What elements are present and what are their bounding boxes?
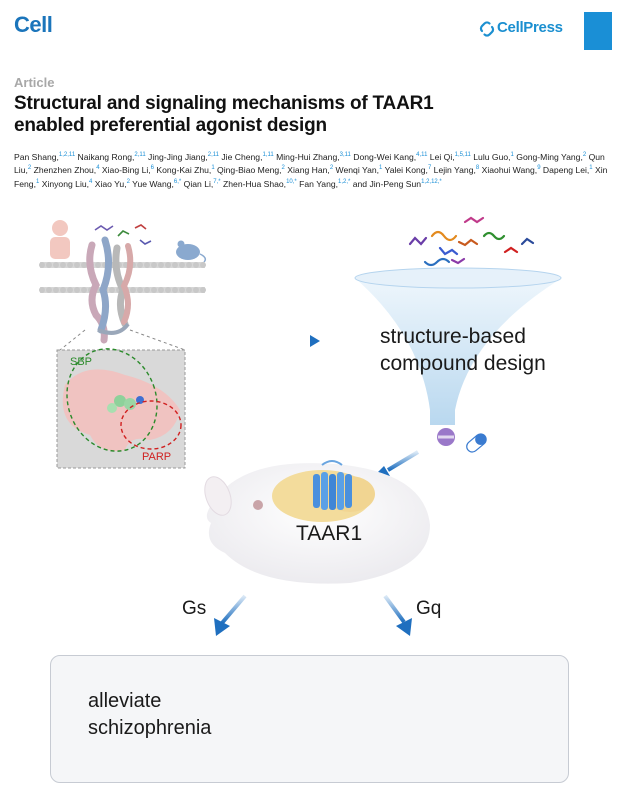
author-affiliation: 1,2,11 [58,152,76,158]
author-affiliation: 2 [126,178,130,185]
author-affiliation: 1,5,11 [454,152,471,158]
design-funnel [354,267,562,425]
author-name: Lulu Guo, [470,151,511,162]
author-affiliation: 1 [35,178,40,185]
cellpress-logo: CellPress [497,19,563,36]
receptor-structure [86,236,134,344]
author-name: Zhen-Hua Shao, [220,178,287,189]
author-name: Xin Feng, [14,165,608,189]
author-name: Jing-Jing Jiang, [145,151,208,162]
title-line-2: enabled preferential agonist design [14,115,327,136]
mouse-small-icon [176,240,207,263]
compound-library-icons [408,216,535,267]
taar1-receptor-icon [313,460,352,510]
author-name: Qun Liu, [14,151,605,176]
funnel-label: structure-based compound design [380,323,590,377]
parp-label: PARP [142,451,172,463]
author-affiliation: 2 [329,165,334,172]
author-name: and Jin-Peng Sun [350,178,422,189]
author-name: Xiang Han, [284,165,330,176]
author-name: Qian Li, [181,178,214,189]
author-affiliation: 1 [510,152,514,158]
author-affiliation: 3,11 [339,152,351,158]
author-name: Zhenzhen Zhou, [31,165,97,176]
author-affiliation: 7 [427,165,432,172]
author-affiliation: 1 [589,165,593,172]
author-affiliation: 2,11 [134,152,146,158]
cell-logo: Cell [14,12,53,37]
author-affiliation: 1,2,12,* [421,178,442,185]
author-name: Pan Shang, [14,151,59,162]
cellpress-link-icon [479,21,495,37]
outcome-line-1: alleviate [88,690,162,712]
author-affiliation: 1,2,* [338,178,351,185]
title-line-1: Structural and signaling mechanisms of T… [14,93,434,114]
author-name: Kong-Kai Zhu, [154,165,212,176]
author-name: Ming-Hui Zhang, [273,151,340,162]
arrow-to-target [386,450,420,472]
gs-label: Gs [182,598,207,619]
arrow-gq [383,594,406,624]
author-name: Naikang Rong, [75,151,135,162]
author-affiliation: 8 [475,165,480,172]
drug-pills-icon [437,428,487,453]
author-affiliation: 4 [89,178,93,185]
funnel-label-line-2: compound design [380,352,546,375]
author-affiliation: 4 [96,165,100,172]
article-type: Article [14,75,55,90]
author-affiliation: 9 [537,165,541,172]
author-name: Qing-Biao Meng, [214,165,282,176]
funnel-label-line-1: structure-based [380,325,526,348]
author-name: Dapeng Lei, [540,165,590,176]
author-list: Pan Shang,1,2,11 Naikang Rong,2,11 Jing-… [14,150,612,190]
author-name: Xiao-Bing Li, [99,165,151,176]
author-affiliation: 10,* [286,178,297,185]
author-name: Lei Qi, [427,151,455,162]
author-affiliation: 2 [582,152,587,158]
sbp-label: SBP [70,356,93,368]
author-name: Dong-Wei Kang, [350,151,417,162]
author-name: Xiao Yu, [92,178,127,189]
author-affiliation: 2,11 [207,152,219,158]
outcome-panel [50,655,569,783]
outcome-line-2: schizophrenia [88,717,212,739]
taar1-label: TAAR1 [296,522,363,545]
outcome-label: alleviate schizophrenia [88,688,288,742]
author-affiliation: 4,11 [416,152,428,158]
author-affiliation: 2 [281,165,285,172]
arrow-gs [220,594,247,625]
author-affiliation: 1,11 [262,152,274,158]
article-title: Structural and signaling mechanisms of T… [14,93,614,137]
author-affiliation: 7,* [213,178,221,185]
author-name: Lejin Yang, [431,165,476,176]
binding-pocket-inset [56,348,186,469]
author-affiliation: 6,* [173,178,182,185]
brand-bar [584,12,612,50]
author-name: Yue Wang, [129,178,174,189]
author-name: Jie Cheng, [219,151,263,162]
author-name: Yalei Kong, [382,165,428,176]
author-name: Xiaohui Wang, [479,165,538,176]
gq-label: Gq [416,598,442,619]
ligand-icons [94,224,152,245]
author-name: Gong-Ming Yang, [513,151,583,162]
author-name: Fan Yang, [296,178,339,189]
journal-header: Cell CellPress [0,0,623,60]
author-affiliation: 2 [27,165,32,172]
author-name: Xinyong Liu, [39,178,90,189]
author-affiliation: 1 [211,165,215,172]
human-icon [50,220,70,259]
author-affiliation: 1 [379,165,383,172]
author-affiliation: 6 [150,165,154,172]
author-name: Wenqi Yan, [333,165,380,176]
